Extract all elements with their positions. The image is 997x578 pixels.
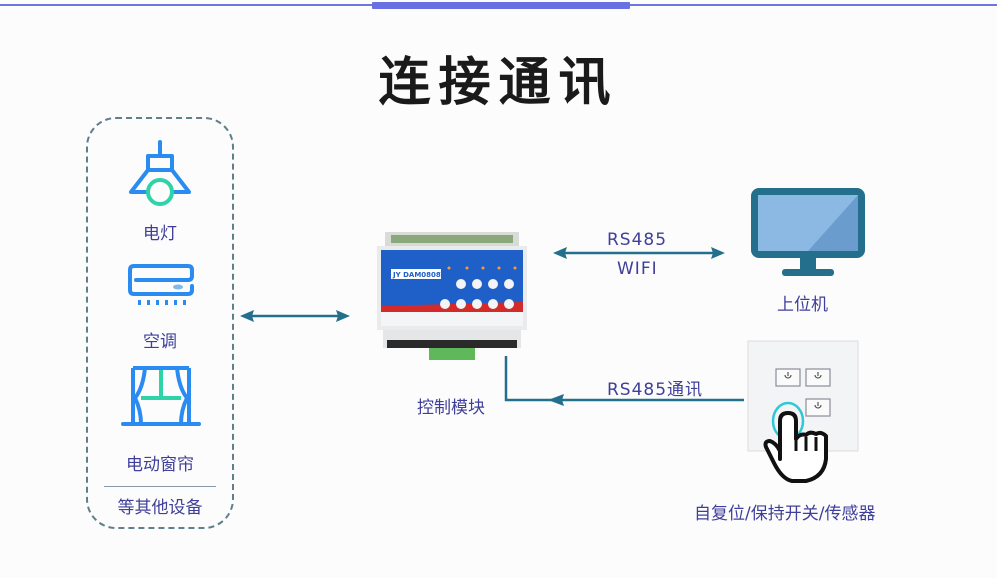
unidirectional-arrow-switch [504, 356, 744, 406]
module-model-text: JY DAM0808TA [392, 271, 451, 279]
module-label: 控制模块 [417, 398, 485, 418]
switch-link-label: RS485通讯 [607, 380, 704, 400]
monitor-icon [751, 188, 865, 276]
page-title: 连接通讯 [378, 53, 619, 113]
bidirectional-arrow-devices [240, 310, 350, 322]
curtain-icon [121, 366, 201, 426]
switch-label: 自复位/保持开关/传感器 [694, 504, 876, 524]
device-label-light: 电灯 [143, 224, 177, 244]
link-label-wifi: WIFI [617, 259, 658, 279]
host-label: 上位机 [777, 295, 828, 315]
top-highlight-bar [372, 2, 630, 9]
devices-divider [104, 486, 216, 487]
control-module-image: JY DAM0808TA [377, 232, 527, 360]
devices-group [86, 117, 234, 529]
switch-panel-image [747, 340, 859, 483]
bidirectional-arrow-host [553, 247, 725, 259]
ceiling-lamp-icon [129, 140, 191, 206]
device-label-more: 等其他设备 [117, 498, 203, 518]
link-label-rs485: RS485 [607, 230, 668, 250]
device-label-curtain: 电动窗帘 [126, 455, 194, 475]
device-label-ac: 空调 [143, 332, 177, 352]
air-conditioner-icon [128, 264, 194, 305]
